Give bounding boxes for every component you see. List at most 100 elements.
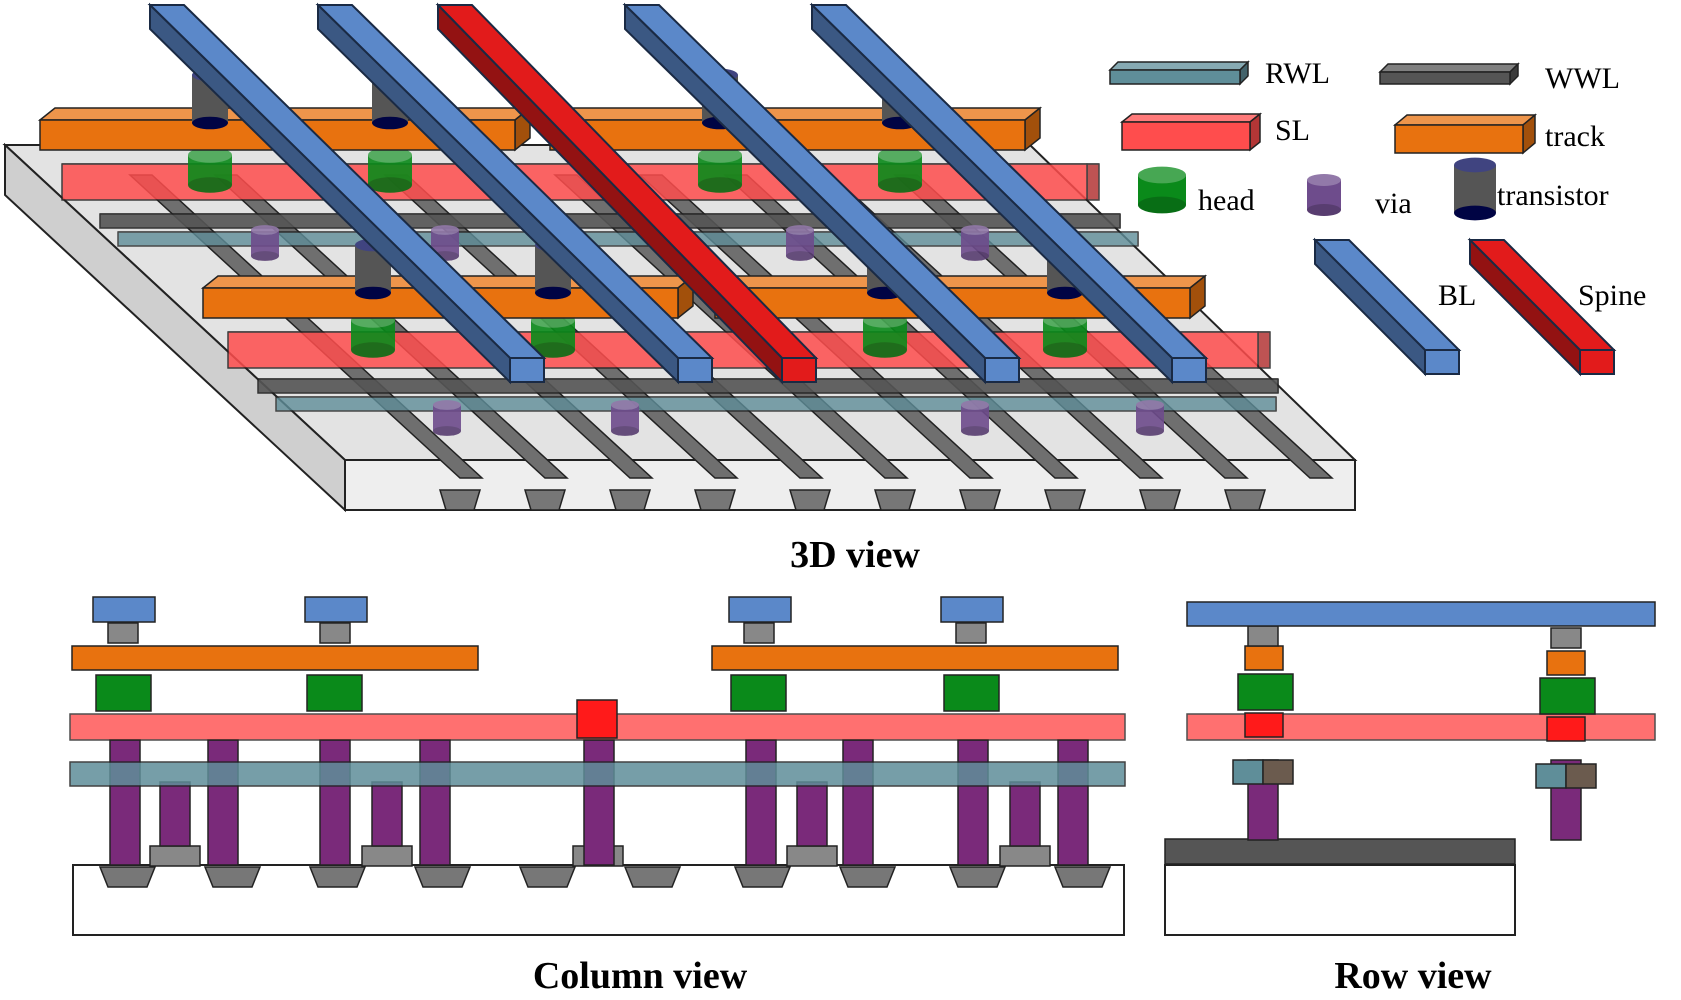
- head: [368, 147, 412, 193]
- column-contact: [107, 622, 139, 644]
- via: [786, 225, 814, 261]
- vertical-pillar: [842, 739, 874, 866]
- via: [961, 225, 989, 261]
- head: [698, 147, 742, 193]
- column-bit-line: [728, 596, 792, 623]
- transistor-base: [873, 489, 917, 511]
- via-pillar: [796, 781, 828, 847]
- row-wwl-stub: [1262, 759, 1294, 785]
- gate: [786, 845, 838, 867]
- column-head: [95, 674, 152, 712]
- legend-label-track: track: [1545, 120, 1605, 153]
- row-substrate: [1164, 864, 1516, 936]
- legend-wwl-swatch: [1378, 62, 1520, 86]
- legend-rwl-swatch: [1108, 60, 1250, 86]
- row-rwl: [1535, 763, 1567, 789]
- vertical-pillar: [419, 739, 451, 866]
- row-wwl-stub: [1565, 763, 1597, 789]
- transistor-base: [1043, 489, 1087, 511]
- legend-transistor-swatch: [1454, 157, 1496, 221]
- rwl-line: [275, 396, 1277, 412]
- row-sl-contact: [1546, 716, 1586, 742]
- diffusion: [203, 866, 262, 888]
- column-track: [711, 645, 1119, 671]
- legend-head-swatch: [1138, 166, 1186, 214]
- transistor-base: [693, 489, 737, 511]
- column-head: [730, 674, 787, 712]
- column-bit-line: [92, 596, 156, 623]
- diffusion: [413, 866, 472, 888]
- legend-bl-swatch: [1312, 237, 1462, 377]
- column-contact: [955, 622, 987, 644]
- head: [188, 147, 232, 193]
- vertical-pillar: [745, 739, 777, 866]
- caption-column-view: Column view: [533, 955, 748, 997]
- via: [433, 400, 461, 436]
- legend-label-rwl: RWL: [1265, 57, 1330, 90]
- transistor-base: [1138, 489, 1182, 511]
- via: [1136, 400, 1164, 436]
- bit-line: [147, 2, 547, 385]
- row-head: [1237, 673, 1294, 711]
- column-track: [71, 645, 479, 671]
- vertical-pillar: [957, 739, 989, 866]
- legend-label-head: head: [1198, 184, 1255, 217]
- transistor-base: [608, 489, 652, 511]
- column-bit-line: [940, 596, 1004, 623]
- wwl-line: [257, 378, 1279, 394]
- column-contact: [319, 622, 351, 644]
- diffusion: [838, 866, 897, 888]
- vertical-pillar: [207, 739, 239, 866]
- legend-track-swatch: [1392, 113, 1538, 155]
- via-pillar: [159, 781, 191, 847]
- row-track: [1244, 645, 1284, 671]
- diffusion: [98, 866, 157, 888]
- diffusion: [1053, 866, 1112, 888]
- diffusion: [623, 866, 682, 888]
- caption-row-view: Row view: [1334, 955, 1492, 997]
- legend-via-swatch: [1307, 174, 1341, 216]
- diffusion: [948, 866, 1007, 888]
- caption-3d-view: 3D view: [790, 534, 920, 576]
- column-head: [943, 674, 1000, 712]
- gate: [999, 845, 1051, 867]
- row-contact: [1550, 627, 1582, 649]
- bit-line: [315, 2, 715, 385]
- row-sl-contact: [1244, 712, 1284, 738]
- transistor-base: [788, 489, 832, 511]
- legend-sl-swatch: [1119, 112, 1263, 152]
- legend-spine-swatch: [1467, 237, 1617, 377]
- head: [1043, 312, 1087, 358]
- head: [878, 147, 922, 193]
- vertical-pillar: [1057, 739, 1089, 866]
- transistor-base: [958, 489, 1002, 511]
- diffusion: [733, 866, 792, 888]
- column-bit-line: [304, 596, 368, 623]
- diffusion: [518, 866, 577, 888]
- row-rwl: [1232, 759, 1264, 785]
- legend-label-bl: BL: [1438, 279, 1476, 312]
- row-head: [1539, 677, 1596, 715]
- legend-label-spine: Spine: [1578, 279, 1646, 312]
- legend-label-via: via: [1375, 187, 1412, 220]
- column-head: [306, 674, 363, 712]
- transistor-base: [438, 489, 482, 511]
- via: [611, 400, 639, 436]
- vertical-pillar: [319, 739, 351, 866]
- vertical-pillar: [583, 739, 615, 866]
- three-d-view: [2, 2, 1358, 513]
- head: [863, 312, 907, 358]
- spine: [435, 2, 819, 385]
- bit-line: [809, 2, 1209, 385]
- legend-label-sl: SL: [1275, 114, 1310, 147]
- legend-label-wwl: WWL: [1545, 62, 1620, 95]
- legend-label-transistor: transistor: [1497, 179, 1609, 212]
- via: [251, 225, 279, 261]
- row-view: [1164, 601, 1656, 936]
- transistor-base: [523, 489, 567, 511]
- row-bit-line: [1186, 601, 1656, 627]
- row-contact: [1247, 625, 1279, 647]
- row-wwl: [1164, 838, 1516, 865]
